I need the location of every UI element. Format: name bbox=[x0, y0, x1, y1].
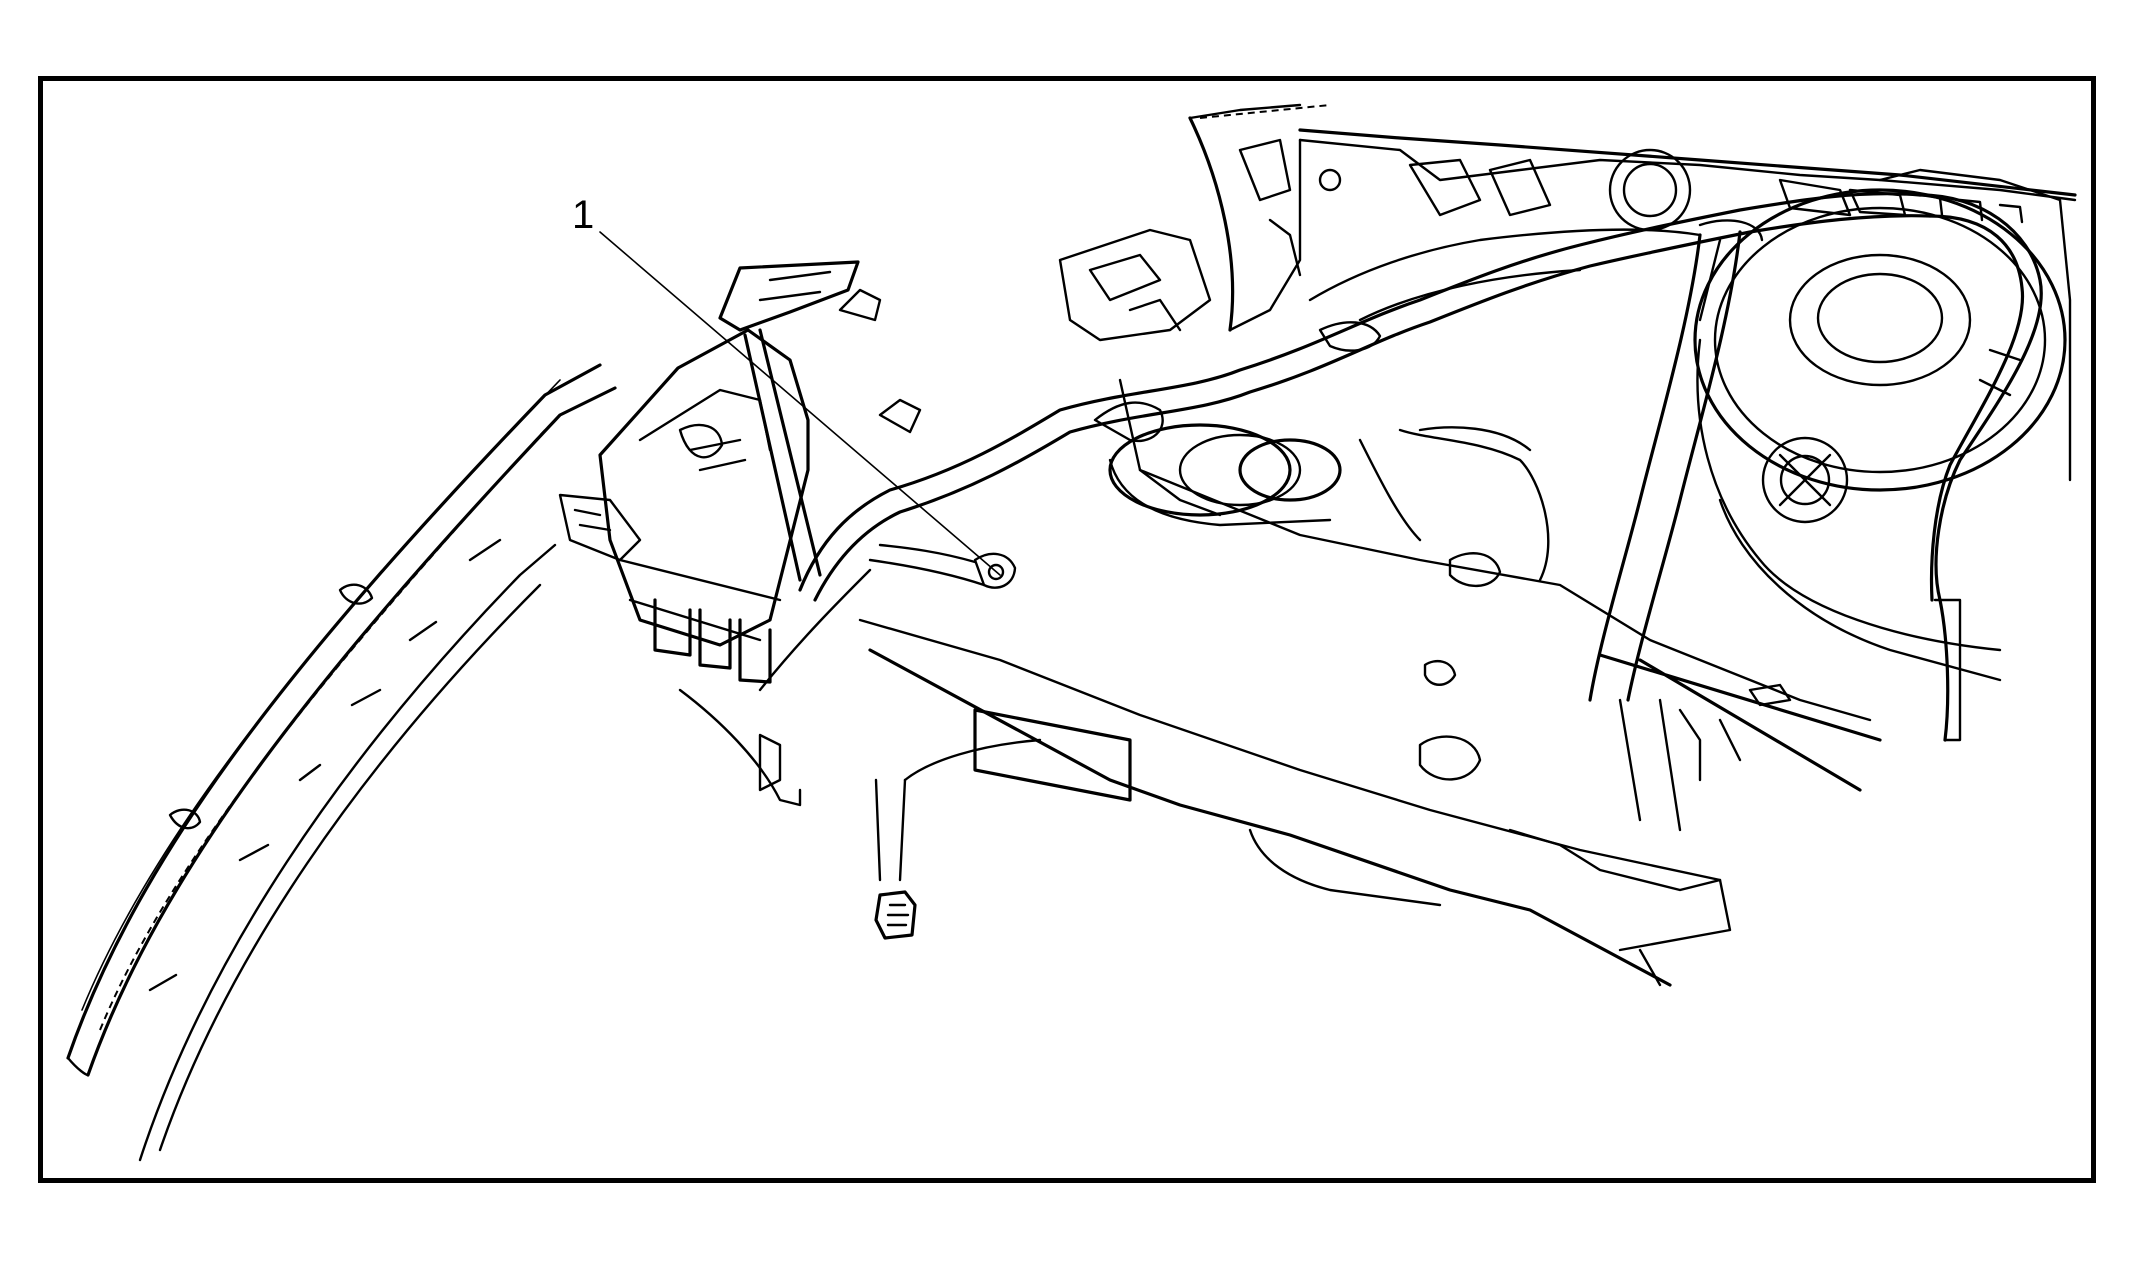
wiring-harness-main bbox=[798, 192, 2043, 742]
center-floor-panel bbox=[858, 378, 1882, 987]
door-plug-clip bbox=[838, 288, 922, 434]
left-wheelhouse-arch bbox=[66, 363, 617, 1162]
wiring-harness-ground-terminal bbox=[868, 543, 1017, 589]
callout-number-1: 1 bbox=[572, 193, 594, 237]
connector-lower bbox=[874, 738, 1042, 940]
rear-bulkhead-panel bbox=[1188, 103, 2077, 332]
callout-1: 1 bbox=[572, 193, 1001, 576]
connector-upper-left bbox=[1058, 228, 1212, 342]
left-bracket-assembly bbox=[558, 260, 872, 807]
center-pillar bbox=[1588, 230, 1742, 702]
floor-openings bbox=[1108, 423, 1550, 582]
spare-tire-well bbox=[1693, 168, 2072, 682]
figure-frame bbox=[38, 76, 2096, 1183]
